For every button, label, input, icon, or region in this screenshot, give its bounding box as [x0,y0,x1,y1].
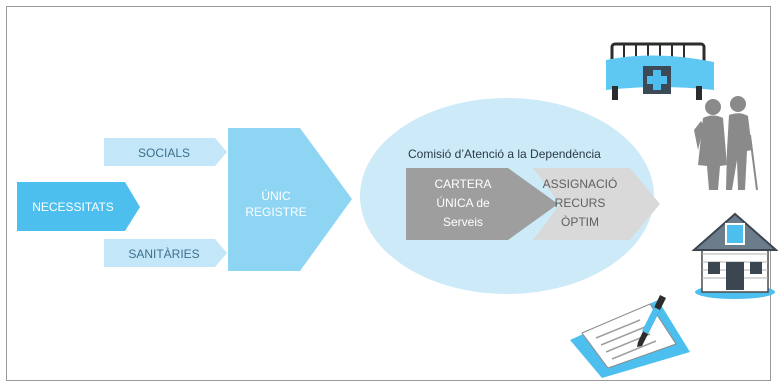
assignacio-line2: RECURS [555,196,606,210]
socials-arrow: SOCIALS [104,138,227,166]
signed-document-icon [570,295,690,378]
cartera-line1: CARTERA [434,177,491,191]
registre-line2: REGISTRE [245,205,306,219]
necessitats-label: NECESSITATS [32,200,114,214]
sanitaries-label: SANITÀRIES [128,246,199,261]
assignacio-line1: ASSIGNACIÓ [543,176,618,191]
cartera-line2: ÚNICA de [436,195,490,210]
registre-line1: ÚNIC [261,188,291,203]
assignacio-line3: ÒPTIM [561,214,599,229]
commission-title: Comisió d’Atenció a la Dependència [408,147,601,161]
necessitats-arrow: NECESSITATS [17,182,140,231]
sanitaries-arrow: SANITÀRIES [104,239,227,267]
cartera-line3: Serveis [443,215,483,229]
cartera-arrow: CARTERA ÚNICA de Serveis [406,168,558,240]
elderly-couple-icon [694,96,758,191]
house-icon [691,212,778,299]
socials-label: SOCIALS [138,146,190,160]
unic-registre-arrow: ÚNIC REGISTRE [228,128,352,271]
hospital-bed-icon [606,42,714,100]
assignacio-arrow: ASSIGNACIÓ RECURS ÒPTIM [533,168,660,240]
